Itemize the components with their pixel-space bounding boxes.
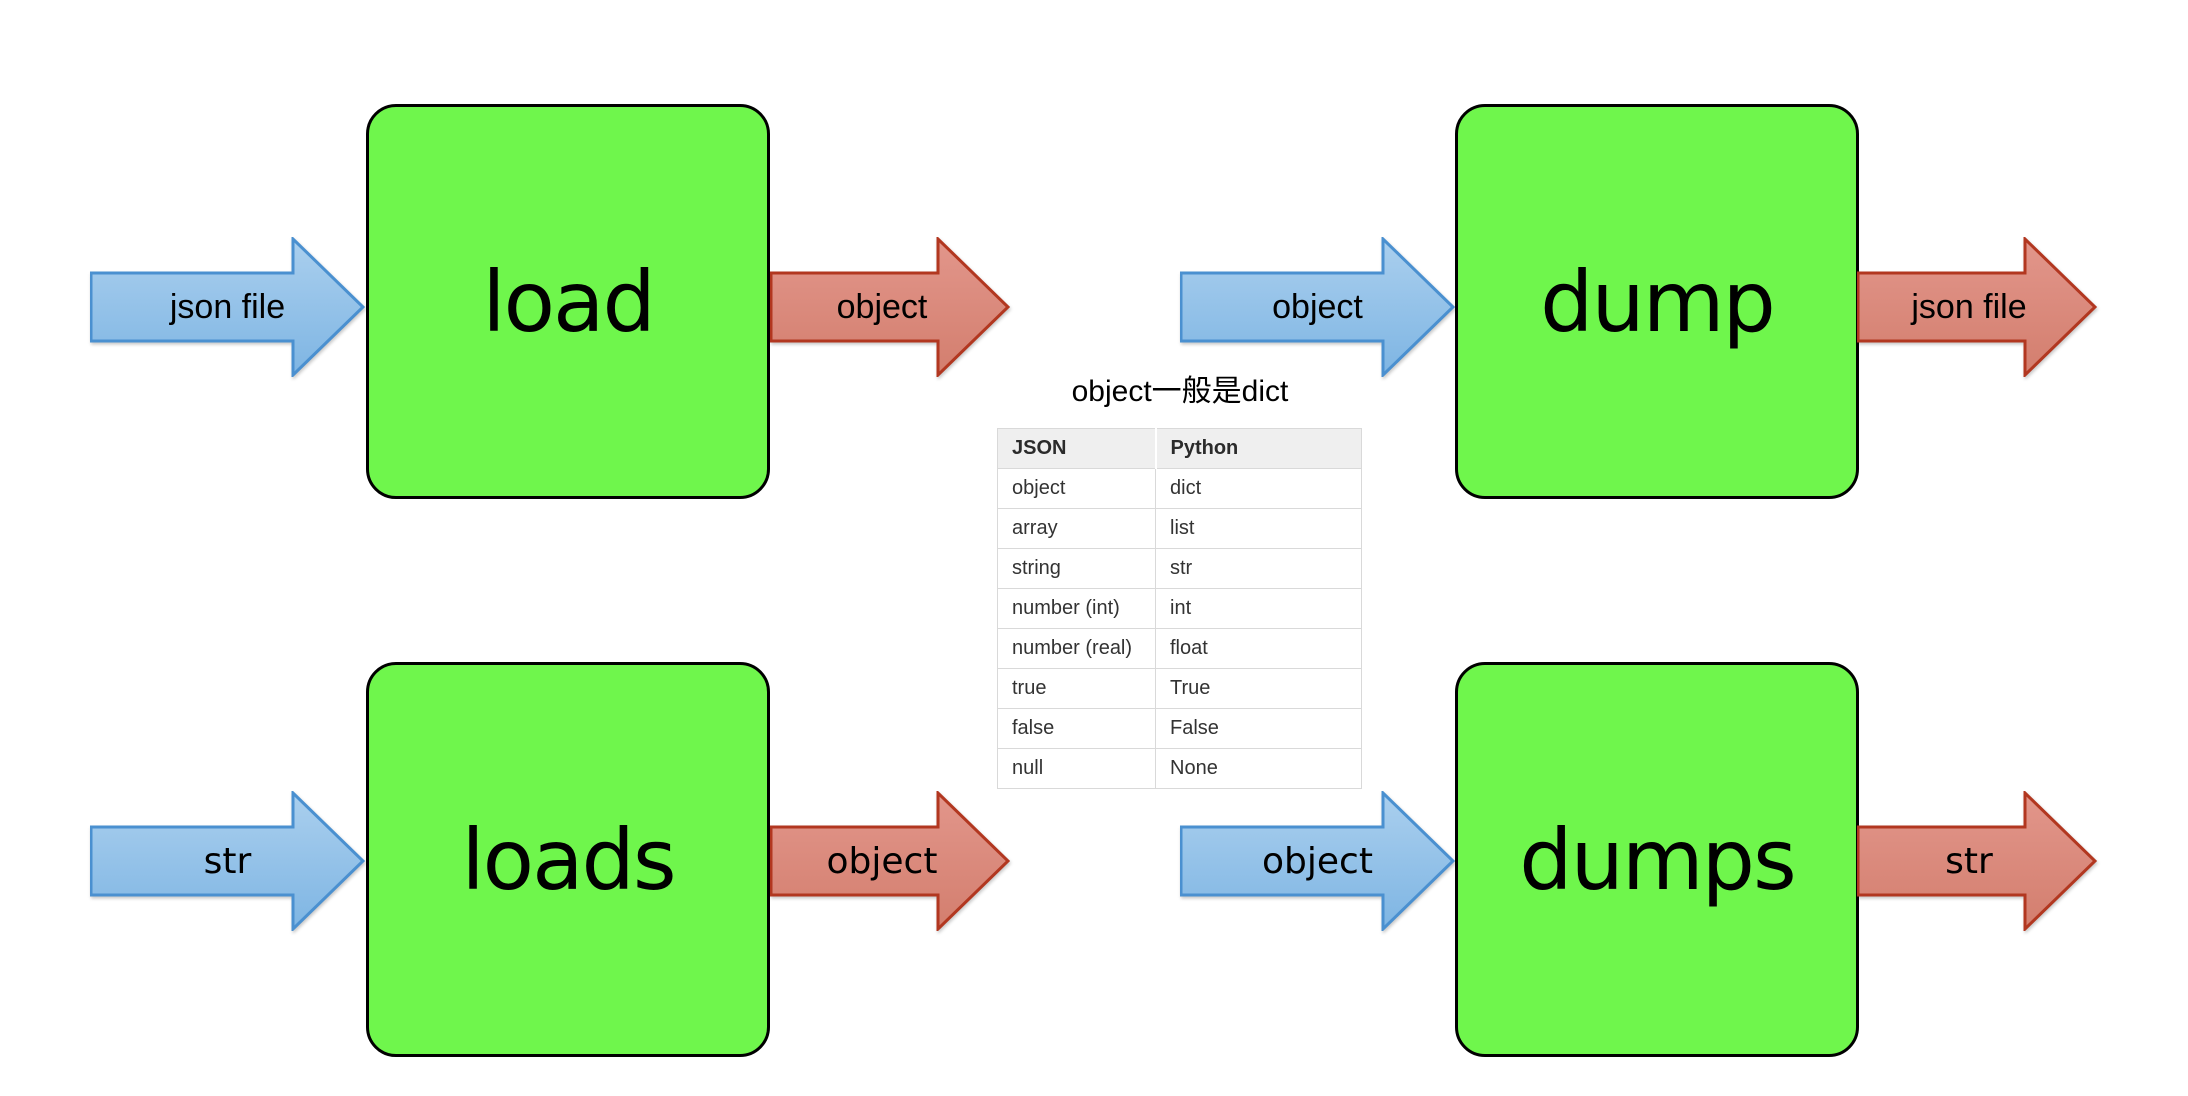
table-row: string str bbox=[997, 548, 1362, 589]
table-row: false False bbox=[997, 708, 1362, 749]
loads-box: loads bbox=[366, 662, 770, 1057]
python-type: str bbox=[1155, 548, 1362, 589]
dump-input-label: object bbox=[1272, 287, 1363, 326]
dumps-input-arrow: object bbox=[1180, 791, 1455, 931]
load-input-arrow: json file bbox=[90, 237, 365, 377]
load-output-arrow: object bbox=[770, 237, 1010, 377]
table-row: null None bbox=[997, 748, 1362, 789]
table-row: number (int) int bbox=[997, 588, 1362, 629]
json-type: string bbox=[997, 548, 1156, 589]
arrow-right-icon bbox=[90, 237, 365, 377]
json-python-mapping-table: JSON Python object dict array list strin… bbox=[997, 428, 1362, 789]
dump-output-arrow: json file bbox=[1857, 237, 2097, 377]
dumps-input-label: object bbox=[1262, 840, 1373, 882]
load-box: load bbox=[366, 104, 770, 499]
load-input-label: json file bbox=[169, 287, 286, 326]
loads-output-label: object bbox=[826, 840, 938, 882]
json-type: null bbox=[997, 748, 1156, 789]
python-type: int bbox=[1155, 588, 1362, 629]
table-title: object一般是dict bbox=[1071, 375, 1289, 408]
loads-output-arrow: object bbox=[770, 791, 1010, 931]
arrow-right-icon bbox=[90, 791, 365, 931]
json-type: number (real) bbox=[997, 628, 1156, 669]
arrow-right-icon bbox=[1857, 237, 2097, 377]
dumps-output-label: str bbox=[1945, 840, 1993, 882]
dump-output-label: json file bbox=[1911, 287, 2027, 326]
dump-box-label: dump bbox=[1540, 252, 1776, 351]
load-box-label: load bbox=[482, 252, 656, 351]
header-python: Python bbox=[1155, 428, 1362, 469]
json-type: true bbox=[997, 668, 1156, 709]
dumps-box-label: dumps bbox=[1519, 810, 1796, 909]
dumps-box: dumps bbox=[1455, 662, 1859, 1057]
table-header-row: JSON Python bbox=[997, 428, 1362, 469]
arrow-right-icon bbox=[1180, 791, 1455, 931]
python-type: list bbox=[1155, 508, 1362, 549]
arrow-right-icon bbox=[1180, 237, 1455, 377]
dump-box: dump bbox=[1455, 104, 1859, 499]
json-type: array bbox=[997, 508, 1156, 549]
arrow-right-icon bbox=[1857, 791, 2097, 931]
dump-input-arrow: object bbox=[1180, 237, 1455, 377]
python-type: float bbox=[1155, 628, 1362, 669]
json-type: number (int) bbox=[997, 588, 1156, 629]
arrow-right-icon bbox=[770, 791, 1010, 931]
json-type: object bbox=[997, 468, 1156, 509]
python-type: False bbox=[1155, 708, 1362, 749]
dumps-output-arrow: str bbox=[1857, 791, 2097, 931]
loads-input-arrow: str bbox=[90, 791, 365, 931]
loads-box-label: loads bbox=[461, 810, 676, 909]
load-output-label: object bbox=[836, 287, 928, 326]
header-json: JSON bbox=[997, 428, 1157, 469]
arrow-right-icon bbox=[770, 237, 1010, 377]
python-type: None bbox=[1155, 748, 1362, 789]
table-row: number (real) float bbox=[997, 628, 1362, 669]
loads-input-label: str bbox=[203, 840, 252, 882]
python-type: True bbox=[1155, 668, 1362, 709]
python-type: dict bbox=[1155, 468, 1362, 509]
table-row: object dict bbox=[997, 468, 1362, 509]
json-type: false bbox=[997, 708, 1156, 749]
table-row: true True bbox=[997, 668, 1362, 709]
table-row: array list bbox=[997, 508, 1362, 549]
